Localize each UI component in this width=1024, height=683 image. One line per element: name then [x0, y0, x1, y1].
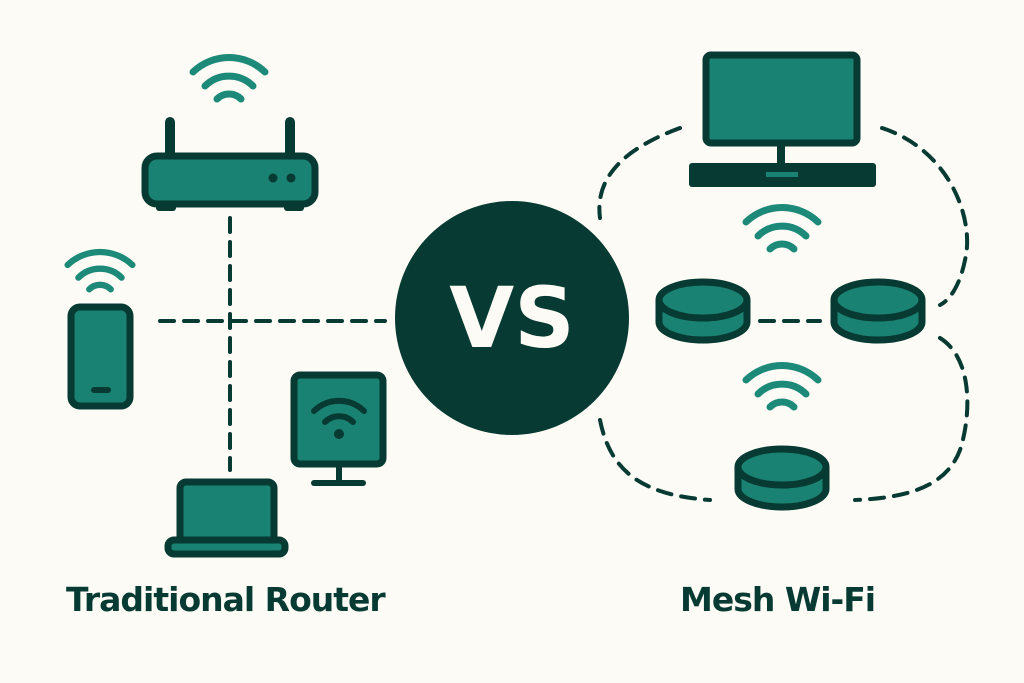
mesh-dashed-link: [880, 126, 970, 307]
desktop-monitor-icon: [689, 51, 876, 187]
mesh-node-icon: [655, 278, 751, 344]
mesh-dashed-link: [853, 336, 970, 502]
router-wifi-icon: [193, 58, 265, 99]
mesh-dashed-link: [598, 418, 712, 502]
smartphone-icon: [67, 303, 134, 410]
mesh-wifi-icon: [746, 366, 818, 407]
phone-wifi-icon: [68, 252, 133, 289]
wifi-monitor-icon: [290, 371, 387, 486]
laptop-icon: [164, 478, 289, 558]
wifi-symbol-icon: [311, 397, 367, 425]
vs-badge: VS: [395, 201, 629, 435]
mesh-dashed-link: [597, 126, 682, 220]
mesh-wifi-label: Mesh Wi-Fi: [680, 580, 876, 619]
left-connection-lines: [158, 216, 387, 472]
vs-text: VS: [449, 269, 575, 367]
router-icon: [141, 117, 319, 211]
traditional-router-label: Traditional Router: [66, 580, 386, 619]
mesh-wifi-icon: [746, 208, 818, 249]
mesh-node-icon: [830, 278, 926, 344]
mesh-connection-lines: [597, 126, 970, 502]
mesh-node-icon: [734, 445, 830, 511]
